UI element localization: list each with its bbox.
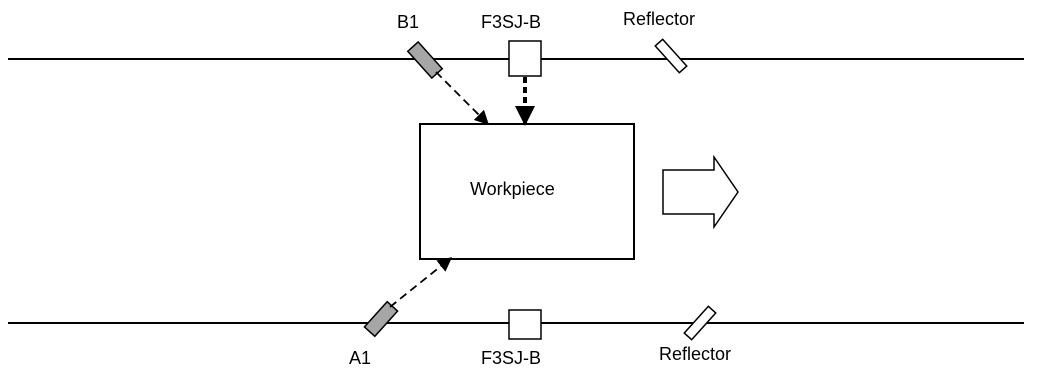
label-bottom-reflector: Reflector (659, 344, 731, 364)
top-b1-beam (435, 71, 490, 126)
label-a1: A1 (349, 348, 371, 368)
label-b1: B1 (397, 12, 419, 32)
bottom-f3sj-box (508, 309, 542, 340)
right-arrow-outline-icon (662, 154, 739, 230)
top-f3sj-box (508, 40, 542, 77)
label-top-f3sj: F3SJ-B (481, 12, 541, 32)
bottom-reflector-shape (683, 305, 717, 341)
sensor-a1-housing (363, 300, 399, 338)
label-bottom-f3sj: F3SJ-B (481, 348, 541, 368)
bottom-a1-beam (389, 257, 453, 308)
top-reflector-shape (654, 38, 688, 74)
label-workpiece: Workpiece (470, 179, 555, 199)
label-top-reflector: Reflector (623, 9, 695, 29)
workpiece-box (419, 123, 635, 260)
